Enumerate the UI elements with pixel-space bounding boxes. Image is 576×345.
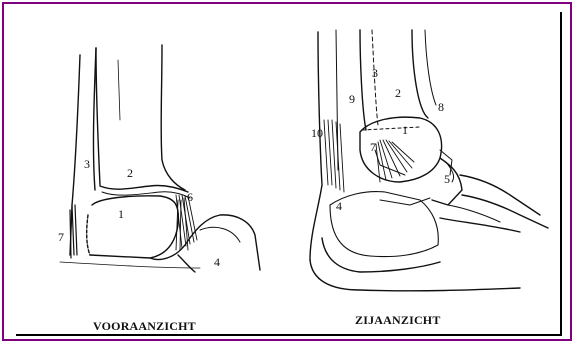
side-label-4: 4 <box>336 199 342 213</box>
side-label-10: 10 <box>311 126 323 140</box>
caption-side-view: ZIJAANZICHT <box>355 313 441 328</box>
side-label-1: 1 <box>402 123 408 137</box>
side-calcaneus <box>330 192 438 257</box>
side-tendons <box>324 120 344 192</box>
front-label-2: 2 <box>127 166 133 180</box>
side-leg-back <box>310 32 322 260</box>
front-fibula <box>70 55 80 255</box>
side-lateral-ligament <box>376 140 414 182</box>
front-view-labels: 3 2 1 6 7 4 <box>58 157 220 269</box>
side-view-labels: 3 2 9 8 10 1 7 5 4 <box>311 66 450 213</box>
front-talus <box>90 196 178 258</box>
front-view-drawing <box>60 45 260 272</box>
side-label-7: 7 <box>370 140 376 154</box>
caption-front-view: VOORAANZICHT <box>93 319 196 334</box>
front-label-4: 4 <box>214 255 220 269</box>
front-tibia <box>96 48 100 185</box>
side-label-8: 8 <box>438 100 444 114</box>
front-label-7: 7 <box>58 230 64 244</box>
side-label-5: 5 <box>444 172 450 186</box>
front-label-6: 6 <box>187 190 193 204</box>
front-label-3: 3 <box>84 157 90 171</box>
side-view-drawing <box>310 30 548 291</box>
side-label-3: 3 <box>372 66 378 80</box>
side-label-9: 9 <box>349 92 355 106</box>
side-label-2: 2 <box>395 86 401 100</box>
front-label-1: 1 <box>118 207 124 221</box>
side-heel-outline <box>310 260 520 291</box>
